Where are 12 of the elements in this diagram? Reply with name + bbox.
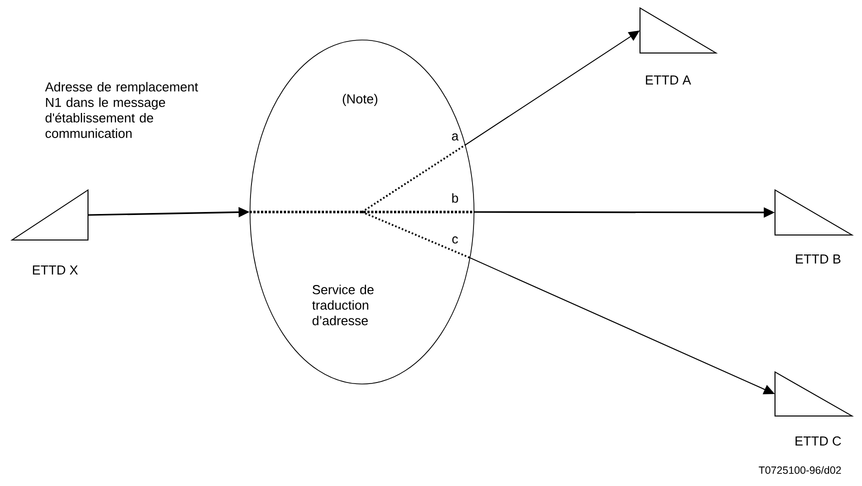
note-text: Adresse de remplacement N1 dans le message d'établissement de communication <box>45 82 198 138</box>
edge-label: b <box>450 192 460 204</box>
note-text: (Note) <box>342 94 378 106</box>
device-label: ETTD B <box>796 254 840 264</box>
device-label: ETTD C <box>796 436 841 446</box>
edge-label: c <box>450 235 460 245</box>
figure-code: T0725100-96/d02 <box>758 466 841 474</box>
edge-label: a <box>450 132 460 142</box>
device-label: ETTD X <box>32 266 78 274</box>
service-ellipse <box>250 40 474 384</box>
service-text: Service de traduction d’adresse <box>312 284 374 326</box>
device-label: ETTD A <box>646 76 692 84</box>
